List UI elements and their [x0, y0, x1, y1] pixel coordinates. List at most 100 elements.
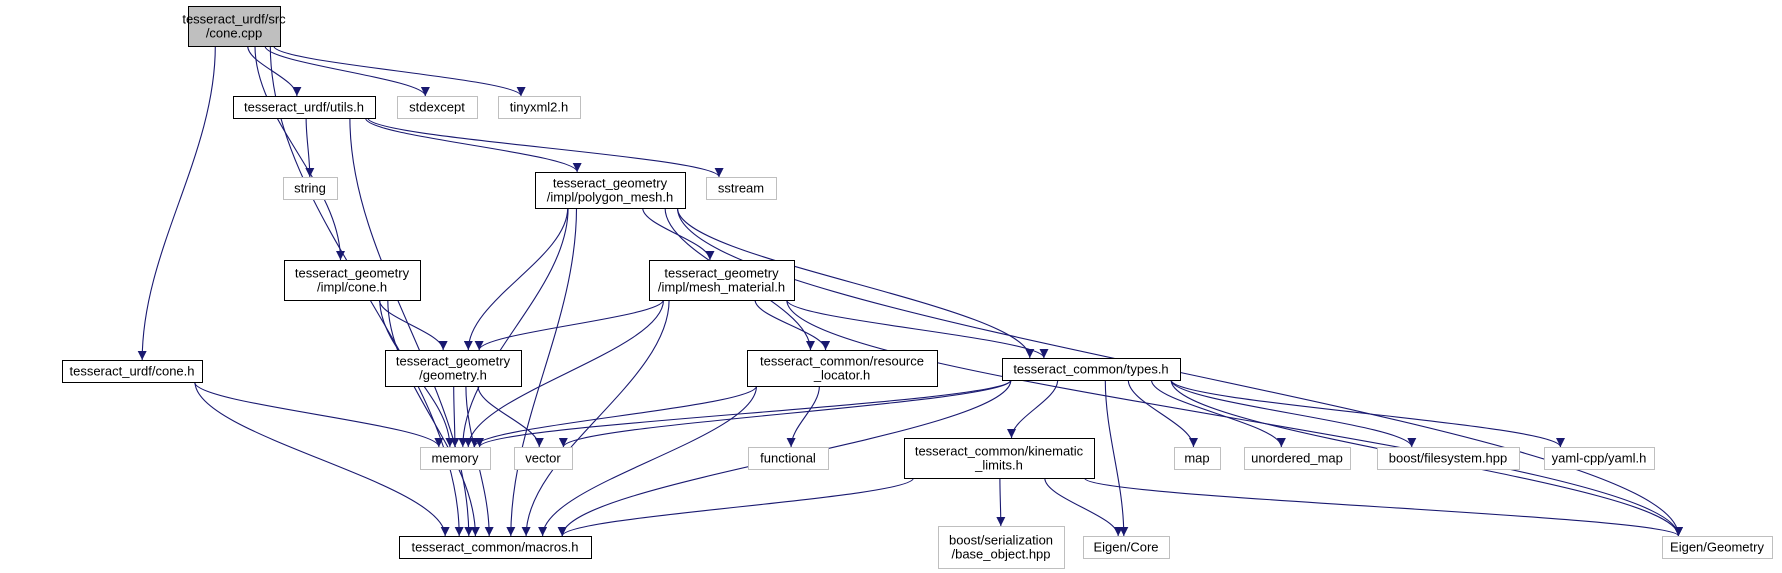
node-label: _locator.h	[813, 368, 870, 383]
node-box	[1244, 447, 1351, 470]
node-box	[938, 526, 1065, 569]
node-label: Eigen/Core	[1093, 540, 1158, 555]
node-impl-cone[interactable]: tesseract_geometry/impl/cone.h	[284, 260, 421, 301]
edge-types-h-to-memory	[475, 379, 1012, 448]
edge-mesh-material-to-resource-locator	[754, 299, 831, 351]
edge-mesh-material-to-geometry-h	[474, 299, 664, 351]
edge-polygon-mesh-to-macros-h	[506, 207, 578, 537]
edge-geometry-h-to-vector	[477, 385, 544, 448]
edge-cone-cpp-to-utils-h	[247, 45, 302, 97]
node-label: tinyxml2.h	[510, 100, 569, 115]
edge-kinematic-limits-to-eigen-core	[1044, 477, 1123, 537]
node-box	[747, 350, 938, 387]
node-sstream: sstream	[706, 177, 777, 200]
node-box	[385, 350, 522, 387]
edge-polygon-mesh-to-mesh-material	[642, 207, 715, 261]
node-label: /geometry.h	[419, 368, 487, 383]
edge-impl-cone-to-geometry-h	[378, 299, 448, 351]
node-vector: vector	[514, 447, 573, 470]
node-label: Eigen/Geometry	[1670, 540, 1764, 555]
edge-types-h-to-map	[1127, 379, 1198, 448]
node-eigen-geom: Eigen/Geometry	[1662, 536, 1773, 559]
node-box	[706, 177, 777, 200]
node-stdexcept: stdexcept	[397, 96, 478, 119]
node-box	[233, 96, 376, 119]
node-label: tesseract_geometry	[396, 354, 511, 369]
node-macros-h[interactable]: tesseract_common/macros.h	[399, 536, 592, 559]
edge-cone-cpp-to-urdf-cone	[137, 45, 216, 361]
node-geometry-h[interactable]: tesseract_geometry/geometry.h	[385, 350, 522, 387]
edge-utils-h-to-polygon-mesh	[364, 117, 582, 173]
node-label: tesseract_common/types.h	[1013, 362, 1168, 377]
node-label: tesseract_urdf/utils.h	[244, 100, 364, 115]
node-cone-cpp[interactable]: tesseract_urdf/src/cone.cpp	[182, 6, 286, 47]
edge-mesh-material-to-memory	[463, 299, 665, 448]
node-label: tesseract_urdf/cone.h	[69, 364, 194, 379]
node-label: tesseract_common/macros.h	[412, 540, 579, 555]
node-tinyxml2: tinyxml2.h	[498, 96, 581, 119]
node-label: _limits.h	[974, 458, 1023, 473]
node-utils-h[interactable]: tesseract_urdf/utils.h	[233, 96, 376, 119]
node-box	[399, 536, 592, 559]
node-box	[283, 177, 338, 200]
node-string: string	[283, 177, 338, 200]
node-box	[1083, 536, 1170, 559]
node-label: map	[1184, 451, 1209, 466]
node-label: tesseract_geometry	[295, 266, 410, 281]
node-map: map	[1174, 447, 1221, 470]
node-mesh-material[interactable]: tesseract_geometry/impl/mesh_material.h	[649, 260, 795, 301]
node-box	[748, 447, 829, 470]
edge-geometry-h-to-memory	[450, 385, 460, 448]
node-yaml: yaml-cpp/yaml.h	[1544, 447, 1655, 470]
edge-polygon-mesh-to-geometry-h	[463, 207, 569, 351]
edge-types-h-to-yaml	[1170, 379, 1565, 448]
node-box	[535, 172, 686, 209]
node-box	[1174, 447, 1221, 470]
node-box	[1377, 447, 1520, 470]
node-box	[62, 360, 203, 383]
node-box	[420, 447, 491, 470]
node-label: /impl/cone.h	[317, 280, 387, 295]
node-eigen-core: Eigen/Core	[1083, 536, 1170, 559]
node-label: vector	[525, 451, 561, 466]
edge-kinematic-limits-to-eigen-geom	[1083, 477, 1683, 537]
node-box	[514, 447, 573, 470]
node-box	[397, 96, 478, 119]
node-kinematic-limits[interactable]: tesseract_common/kinematic_limits.h	[904, 438, 1095, 479]
edge-impl-cone-to-macros-h	[387, 299, 480, 537]
edge-utils-h-to-string	[305, 117, 315, 178]
edge-mesh-material-to-eigen-geom	[786, 299, 1683, 537]
edge-polygon-mesh-to-types-h	[676, 207, 1035, 359]
node-label: tesseract_common/kinematic	[915, 444, 1084, 459]
edge-mesh-material-to-types-h	[786, 299, 1049, 359]
node-resource-locator[interactable]: tesseract_common/resource_locator.h	[747, 350, 938, 387]
edge-mesh-material-to-macros-h	[521, 299, 670, 537]
edge-kinematic-limits-to-boost-ser	[996, 477, 1006, 527]
node-boost-fs: boost/filesystem.hpp	[1377, 447, 1520, 470]
node-label: stdexcept	[409, 100, 465, 115]
node-label: /cone.cpp	[206, 26, 262, 41]
edge-resource-locator-to-macros-h	[538, 385, 758, 537]
node-types-h[interactable]: tesseract_common/types.h	[1002, 358, 1181, 381]
node-polygon-mesh[interactable]: tesseract_geometry/impl/polygon_mesh.h	[535, 172, 686, 209]
edge-types-h-to-unordered-map	[1150, 379, 1286, 448]
edge-urdf-cone-to-macros-h	[194, 381, 450, 537]
node-unordered-map: unordered_map	[1244, 447, 1351, 470]
node-label: tesseract_urdf/src	[182, 12, 286, 27]
node-label: functional	[760, 451, 816, 466]
edge-types-h-to-kinematic-limits	[1007, 379, 1059, 439]
node-box	[1544, 447, 1655, 470]
node-box	[1662, 536, 1773, 559]
node-label: string	[294, 181, 326, 196]
node-box	[498, 96, 581, 119]
node-box	[188, 6, 281, 47]
node-functional: functional	[748, 447, 829, 470]
edge-types-h-to-eigen-core	[1104, 379, 1129, 537]
edge-utils-h-to-sstream	[367, 117, 724, 178]
node-urdf-cone[interactable]: tesseract_urdf/cone.h	[62, 360, 203, 383]
node-label: sstream	[718, 181, 764, 196]
node-box	[1002, 358, 1181, 381]
node-label: unordered_map	[1251, 451, 1343, 466]
node-box	[649, 260, 795, 301]
